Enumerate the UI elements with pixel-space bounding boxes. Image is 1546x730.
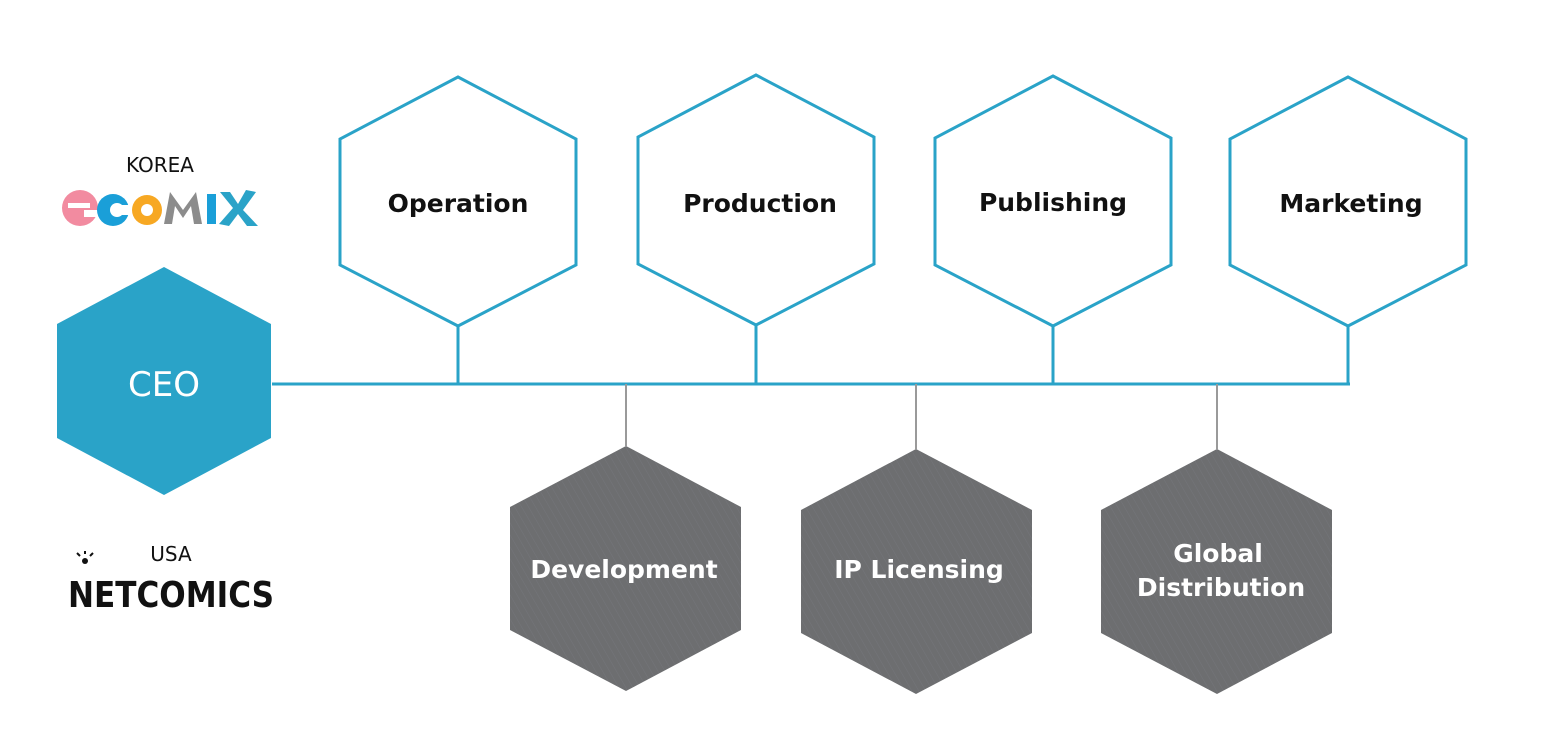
ceo-hexagon bbox=[57, 267, 271, 495]
development-label: Development bbox=[530, 555, 717, 584]
operation-hexagon bbox=[338, 75, 578, 328]
global-distribution-label-line1: Global bbox=[1173, 539, 1263, 568]
publishing-hexagon bbox=[933, 74, 1173, 328]
marketing-hexagon bbox=[1228, 75, 1468, 328]
operation-label: Operation bbox=[388, 189, 529, 218]
department-publishing: Publishing bbox=[933, 74, 1173, 328]
marketing-label: Marketing bbox=[1279, 189, 1422, 218]
netcomics-logo: NETCOMICS bbox=[68, 551, 274, 616]
production-hexagon bbox=[636, 73, 876, 327]
publishing-label: Publishing bbox=[979, 188, 1127, 217]
ceo-label: CEO bbox=[128, 365, 200, 405]
production-label: Production bbox=[683, 189, 837, 218]
department-marketing: Marketing bbox=[1228, 75, 1468, 328]
global-distribution-label-line2: Distribution bbox=[1137, 573, 1305, 602]
ip-licensing-label: IP Licensing bbox=[834, 555, 1004, 584]
department-operation: Operation bbox=[338, 75, 578, 328]
netcomics-wordmark: NETCOMICS bbox=[68, 575, 274, 616]
ecomix-logo bbox=[62, 190, 258, 226]
korea-country-label: KOREA bbox=[126, 153, 194, 177]
department-ip-licensing: IP Licensing bbox=[801, 449, 1032, 694]
development-hexagon bbox=[510, 446, 741, 691]
usa-country-label: USA bbox=[150, 542, 192, 566]
ceo-node: CEO bbox=[57, 267, 271, 495]
usa-logo-block: USA NETCOMICS bbox=[68, 542, 274, 616]
department-production: Production bbox=[636, 73, 876, 327]
korea-logo-block: KOREA bbox=[62, 153, 258, 226]
ip-licensing-hexagon bbox=[801, 449, 1032, 694]
top-connectors bbox=[456, 326, 1350, 384]
department-global-distribution: Global Distribution bbox=[1101, 449, 1332, 694]
global-distribution-hexagon bbox=[1101, 449, 1332, 694]
bottom-connectors bbox=[625, 384, 1218, 449]
department-development: Development bbox=[510, 446, 741, 691]
